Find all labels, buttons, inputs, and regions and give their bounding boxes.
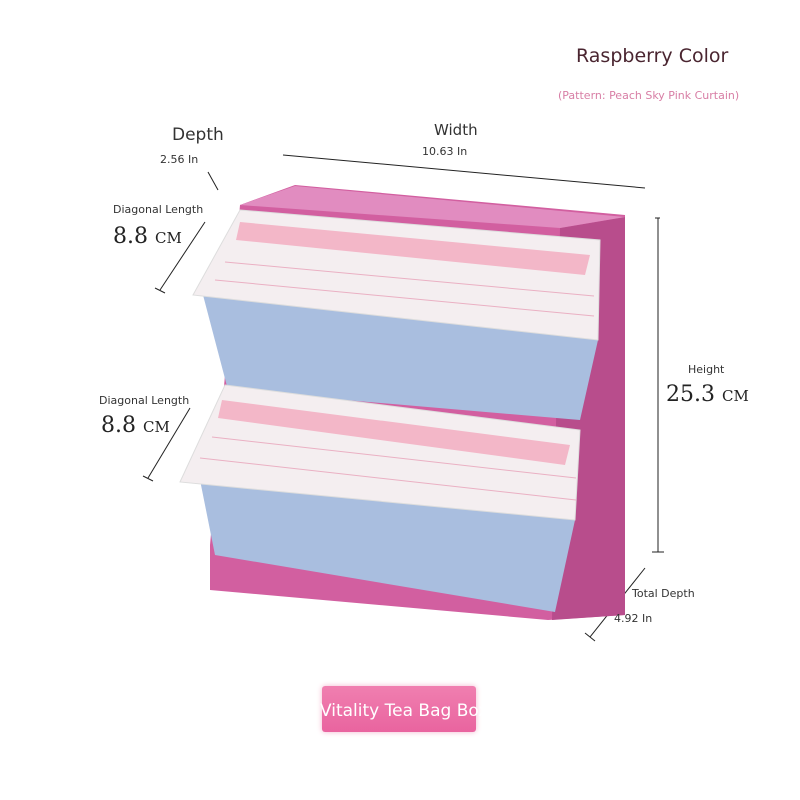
top-drawer [203, 295, 598, 420]
product-banner-label: Vitality Tea Bag Box [320, 701, 489, 721]
height-label: Height [688, 363, 725, 376]
diagonal-top-unit: CM [155, 229, 182, 247]
width-value: 10.63 In [422, 145, 468, 158]
product-title: Raspberry Color [576, 45, 729, 67]
height-unit: CM [721, 387, 749, 405]
diagonal-bottom-unit: CM [143, 418, 170, 436]
diagonal-top-number: 8.8 [113, 224, 148, 249]
width-label: Width [434, 121, 478, 139]
diagonal-top-label: Diagonal Length [113, 203, 204, 216]
bottom-drawer [200, 480, 575, 612]
diagonal-top-value: 8.8 CM [113, 224, 182, 249]
product-subtitle: (Pattern: Peach Sky Pink Curtain) [558, 89, 740, 102]
total-depth-value: 4.92 In [614, 612, 653, 625]
total-depth-label: Total Depth [632, 587, 695, 600]
product-banner [322, 686, 476, 732]
diagonal-bottom-number: 8.8 [101, 413, 136, 438]
depth-value: 2.56 In [160, 153, 199, 166]
depth-label: Depth [172, 125, 224, 145]
diagonal-bottom-label: Diagonal Length [99, 394, 190, 407]
height-number: 25.3 [666, 382, 715, 407]
diagonal-bottom-value: 8.8 CM [101, 413, 170, 438]
height-value: 25.3 CM [666, 382, 749, 407]
